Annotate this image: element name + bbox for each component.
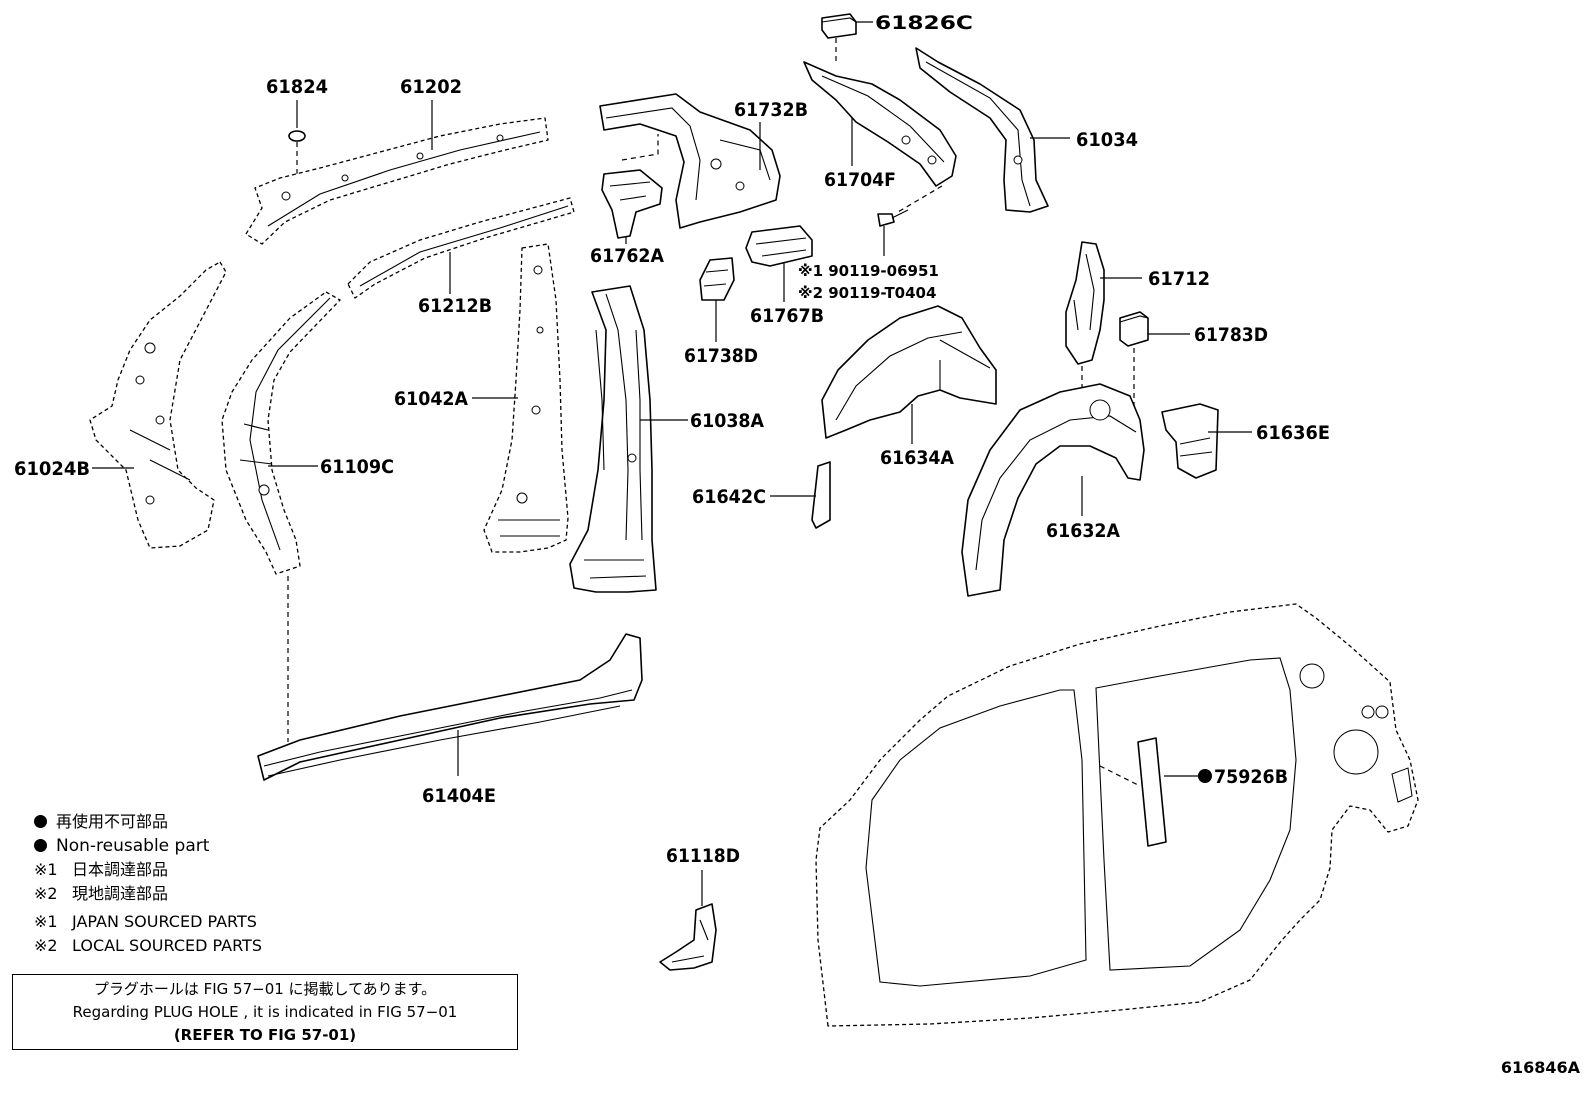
label-61404E: 61404E bbox=[422, 785, 496, 807]
label-61038A: 61038A bbox=[690, 410, 764, 432]
label-61826C: 61826C bbox=[875, 12, 973, 34]
part-61636E-shape bbox=[1161, 403, 1219, 479]
part-61024B-shape bbox=[89, 261, 227, 549]
part-61642C-shape bbox=[811, 461, 831, 529]
part-61712-shape bbox=[1065, 241, 1105, 365]
label-61212B: 61212B bbox=[418, 295, 492, 317]
label-61712: 61712 bbox=[1148, 268, 1210, 290]
part-61767B-shape bbox=[745, 225, 813, 267]
label-61632A: 61632A bbox=[1046, 520, 1120, 542]
label-61704F: 61704F bbox=[824, 169, 896, 191]
part-61202-shape bbox=[245, 117, 549, 245]
part-61704F-shape bbox=[803, 61, 957, 187]
part-75926B-shape bbox=[1137, 737, 1167, 847]
label-bolt-local: ※2 90119-T0404 bbox=[798, 284, 936, 302]
note-en: Regarding PLUG HOLE , it is indicated in… bbox=[72, 1003, 458, 1021]
label-61109C: 61109C bbox=[320, 456, 394, 478]
note-ref: (REFER TO FIG 57-01) bbox=[173, 1026, 357, 1044]
non-reusable-dot bbox=[1198, 769, 1212, 783]
part-61738D-shape bbox=[699, 257, 735, 301]
part-61404E-shape bbox=[257, 633, 643, 781]
label-bolt-japan: ※1 90119-06951 bbox=[798, 262, 939, 280]
part-61109C-shape bbox=[221, 291, 341, 575]
label-61042A: 61042A bbox=[394, 388, 468, 410]
part-61824-shape bbox=[288, 130, 306, 142]
note-jp: プラグホールは FIG 57−01 に掲載してあります。 bbox=[93, 980, 437, 998]
legend-dot-icon bbox=[34, 815, 47, 828]
label-61824: 61824 bbox=[266, 76, 328, 98]
side-panel-outer-shape bbox=[815, 603, 1419, 1027]
label-61783D: 61783D bbox=[1194, 324, 1268, 346]
label-61202: 61202 bbox=[400, 76, 462, 98]
legend-nonreusable-jp: 再使用不可部品 bbox=[34, 810, 262, 834]
label-75926B: 75926B bbox=[1214, 766, 1288, 788]
label-61762A: 61762A bbox=[590, 245, 664, 267]
label-61034: 61034 bbox=[1076, 129, 1138, 151]
figure-id: 616846A bbox=[1500, 1058, 1580, 1077]
label-61634A: 61634A bbox=[880, 447, 954, 469]
label-61732B: 61732B bbox=[734, 99, 808, 121]
label-61767B: 61767B bbox=[750, 305, 824, 327]
label-61642C: 61642C bbox=[692, 486, 766, 508]
plug-hole-note: プラグホールは FIG 57−01 に掲載してあります。 Regarding P… bbox=[12, 974, 518, 1050]
label-61118D: 61118D bbox=[666, 845, 740, 867]
legend-dot-icon bbox=[34, 839, 47, 852]
part-61042A-shape bbox=[483, 243, 569, 553]
part-61762A-shape bbox=[601, 169, 663, 239]
part-61038A-shape bbox=[569, 285, 657, 593]
part-61034-shape bbox=[915, 47, 1049, 213]
part-61212B-shape bbox=[347, 197, 575, 299]
part-61632A-shape bbox=[961, 383, 1145, 597]
label-61636E: 61636E bbox=[1256, 422, 1330, 444]
label-61024B: 61024B bbox=[14, 458, 90, 480]
label-61738D: 61738D bbox=[684, 345, 758, 367]
part-61634A-shape bbox=[821, 305, 997, 439]
legend-nonreusable-en: Non-reusable part bbox=[34, 834, 262, 858]
bolt-shape bbox=[877, 209, 909, 227]
part-61118D-shape bbox=[659, 903, 717, 971]
part-61826C-shape bbox=[821, 13, 857, 39]
part-61783D-shape bbox=[1119, 311, 1149, 347]
